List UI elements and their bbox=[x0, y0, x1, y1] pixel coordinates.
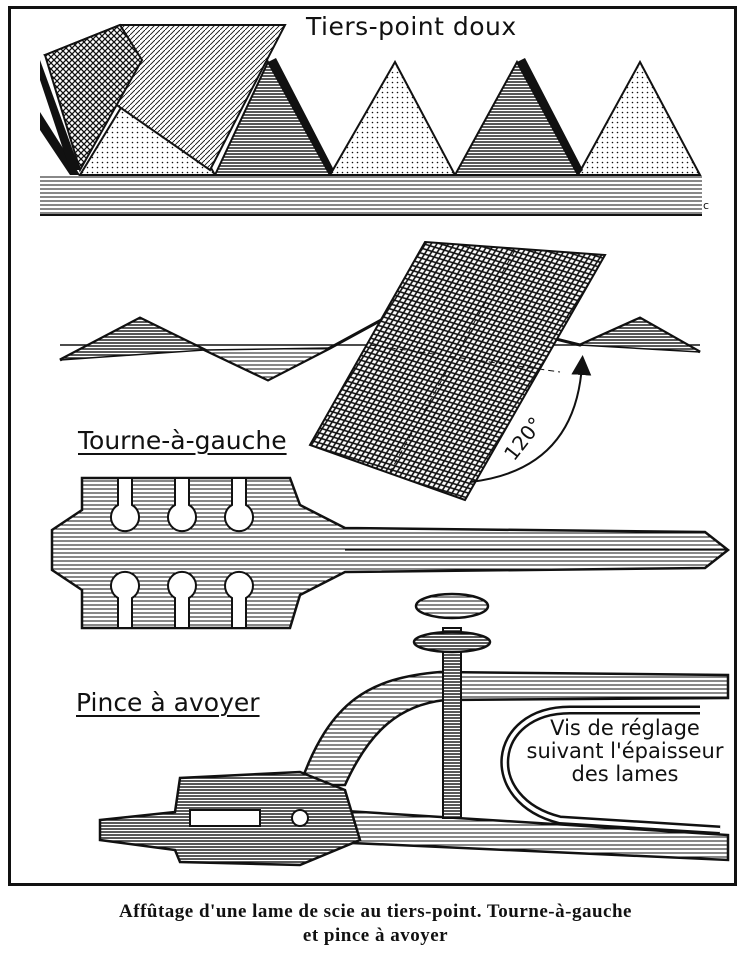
saw-blade-body bbox=[40, 175, 702, 215]
illustration-frame bbox=[8, 6, 737, 886]
corner-mark: c bbox=[703, 199, 709, 212]
note-line: Vis de réglage bbox=[550, 716, 700, 740]
set-teeth-section: 120° bbox=[59, 240, 701, 502]
figure-caption: Affûtage d'une lame de scie au tiers-poi… bbox=[0, 900, 751, 948]
tourne-a-gauche-label: Tourne-à-gauche bbox=[78, 426, 287, 455]
note-line: suivant l'épaisseur bbox=[526, 739, 724, 763]
saw-teeth-section: c bbox=[40, 23, 709, 216]
tiers-point-label: Tiers-point doux bbox=[306, 12, 517, 41]
caption-line: Affûtage d'une lame de scie au tiers-poi… bbox=[119, 901, 632, 922]
angle-arc bbox=[469, 355, 592, 483]
adjusting-screw-note: Vis de réglage suivant l'épaisseur des l… bbox=[520, 717, 730, 786]
caption-line: et pince à avoyer bbox=[302, 925, 449, 946]
note-line: des lames bbox=[571, 762, 679, 786]
tourne-a-gauche-tool bbox=[50, 476, 731, 630]
pince-a-avoyer-label: Pince à avoyer bbox=[76, 688, 260, 717]
adjusting-screw bbox=[412, 592, 492, 819]
pince-a-avoyer-tool bbox=[98, 592, 730, 867]
saw-sharpening-illustration: c 120° bbox=[40, 23, 731, 867]
file-top-view bbox=[308, 240, 607, 502]
triangular-file bbox=[40, 23, 287, 173]
